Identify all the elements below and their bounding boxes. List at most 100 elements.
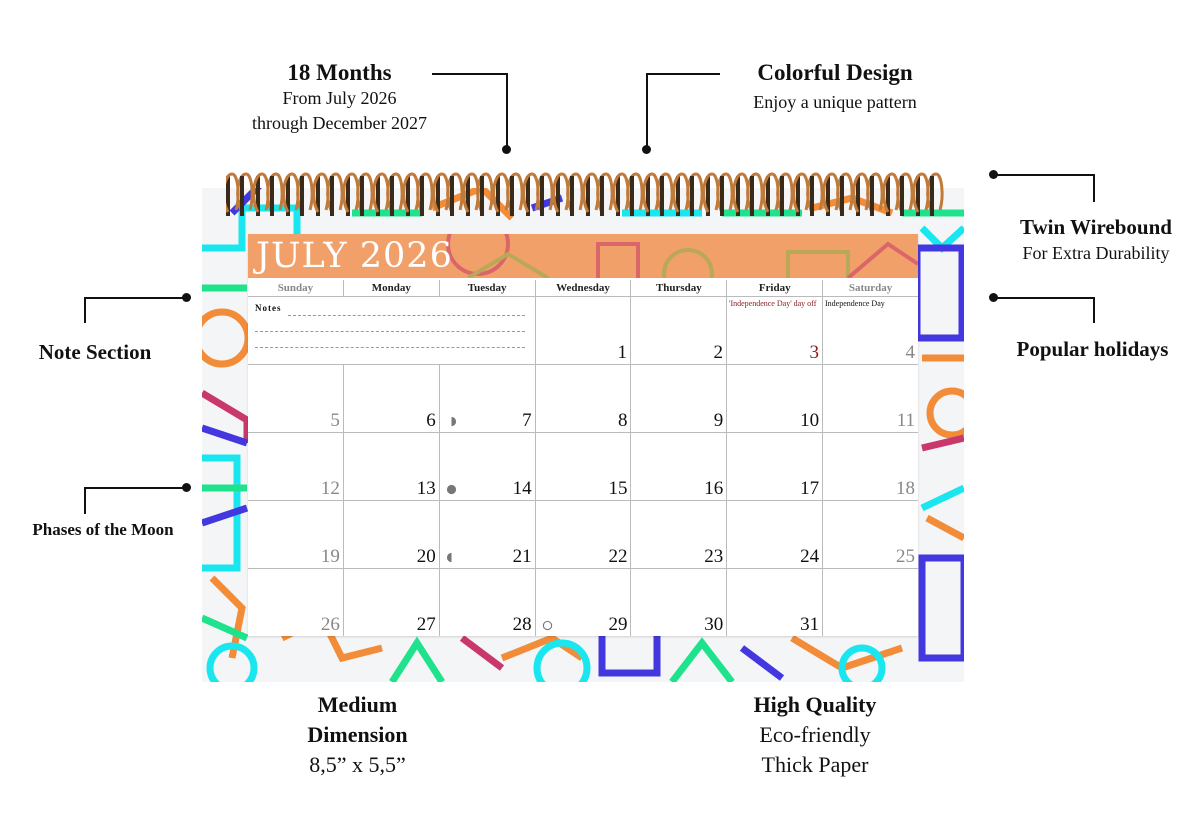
day-number: 12 [320,478,340,499]
callout-title: Phases of the Moon [32,520,174,539]
leader-line [1093,174,1095,202]
day-number: 28 [512,614,532,635]
day-cell: 11 [823,365,918,432]
callout-subtitle: From July 2026 [282,88,397,108]
ring-pair [462,172,494,216]
month-banner: JULY 2026 [248,234,918,278]
first-quarter-moon-icon [451,416,456,427]
day-number: 7 [522,410,532,431]
day-number: 21 [512,546,532,567]
note-line [288,315,525,316]
notes-label: Notes [255,303,282,313]
banner-pattern [446,234,918,278]
leader-line [84,297,186,299]
callout-title: Medium [317,692,398,717]
day-cell: 31 [727,569,824,636]
day-cell: 26 [248,569,344,636]
ring-pair [552,172,584,216]
day-cell: Independence Day 4 [823,297,918,364]
leader-line [506,73,508,147]
day-cell: 23 [631,501,728,568]
ring-pair [492,172,524,216]
leader-line [432,73,508,75]
day-number: 13 [416,478,436,499]
callout-note-section: Note Section [0,340,190,365]
callout-title: Popular holidays [1016,337,1169,361]
leader-line [84,487,86,514]
calendar-sheet: JULY 2026 Sunday Monday Tuesday Wednesda… [248,234,918,636]
leader-line [994,297,1094,299]
callout-title: Dimension [307,722,408,747]
new-moon-icon [542,620,552,631]
day-number: 19 [320,546,340,567]
day-number: 10 [800,410,820,431]
callout-title: Colorful Design [757,60,913,85]
twin-wire-binding [226,172,944,216]
full-moon-icon [446,484,456,495]
week-row: 5 6 7 8 9 10 11 [248,365,918,433]
day-cell: 14 [440,433,536,500]
day-cell: 2 [631,297,727,364]
callout-high-quality: High Quality Eco-friendly Thick Paper [700,690,930,780]
day-number: 4 [905,342,916,363]
day-cell [248,297,535,364]
leader-dot [642,145,651,154]
notes-section: Notes [248,297,536,364]
day-cell: 6 [344,365,440,432]
day-number: 24 [800,546,820,567]
last-quarter-moon-icon [446,552,452,563]
ring-pair [282,172,314,216]
day-cell: 12 [248,433,344,500]
callout-title: Twin Wirebound [1020,215,1172,239]
leader-line [1093,297,1095,323]
ring-pair [792,172,824,216]
callout-subtitle: 8,5” x 5,5” [309,752,406,777]
leader-dot [502,145,511,154]
week-row: Notes 1 2 'Independence Day' day off 3 I… [248,297,918,365]
day-number: 15 [608,478,628,499]
day-cell: 28 [440,569,536,636]
day-number: 9 [713,410,724,431]
leader-dot [182,293,191,302]
weekday-label: Saturday [848,282,893,294]
day-number: 30 [704,614,724,635]
ring-pair [582,172,614,216]
day-cell: 1 [535,297,631,364]
ring-pair [822,172,854,216]
callout-18-months: 18 Months From July 2026 through Decembe… [222,60,457,136]
ring-pair [432,172,464,216]
day-cell: 25 [823,501,918,568]
day-number: 1 [617,342,628,363]
day-cell: 7 [440,365,536,432]
week-row: 26 27 28 29 30 31 [248,569,918,636]
day-cell: 30 [631,569,728,636]
callout-twin-wirebound: Twin Wirebound For Extra Durability [1000,215,1192,264]
callout-title: High Quality [753,692,877,717]
day-cell [823,569,918,636]
day-cell: 15 [536,433,632,500]
day-number: 14 [512,478,532,499]
day-number: 20 [416,546,436,567]
weekday-label: Friday [727,280,824,296]
day-cell: 19 [248,501,344,568]
day-number: 5 [330,410,340,431]
week-row: 19 20 21 22 23 24 25 [248,501,918,569]
callout-subtitle: Thick Paper [761,752,869,777]
note-line [255,331,525,332]
day-number: 8 [617,410,628,431]
ring-pair [372,172,404,216]
leader-line [84,487,186,489]
ring-pair [702,172,734,216]
day-number: 18 [896,478,916,499]
day-cell: 8 [536,365,632,432]
leader-dot [989,293,998,302]
holiday-label: 'Independence Day' day off [729,299,817,308]
day-cell: 'Independence Day' day off 3 [727,297,823,364]
callout-phases-of-the-moon: Phases of the Moon [0,520,206,540]
ring-pair [852,172,884,216]
ring-pair [312,172,344,216]
day-number: 11 [896,410,916,431]
day-number: 16 [704,478,724,499]
ring-pair [252,172,284,216]
ring-set [226,172,944,216]
